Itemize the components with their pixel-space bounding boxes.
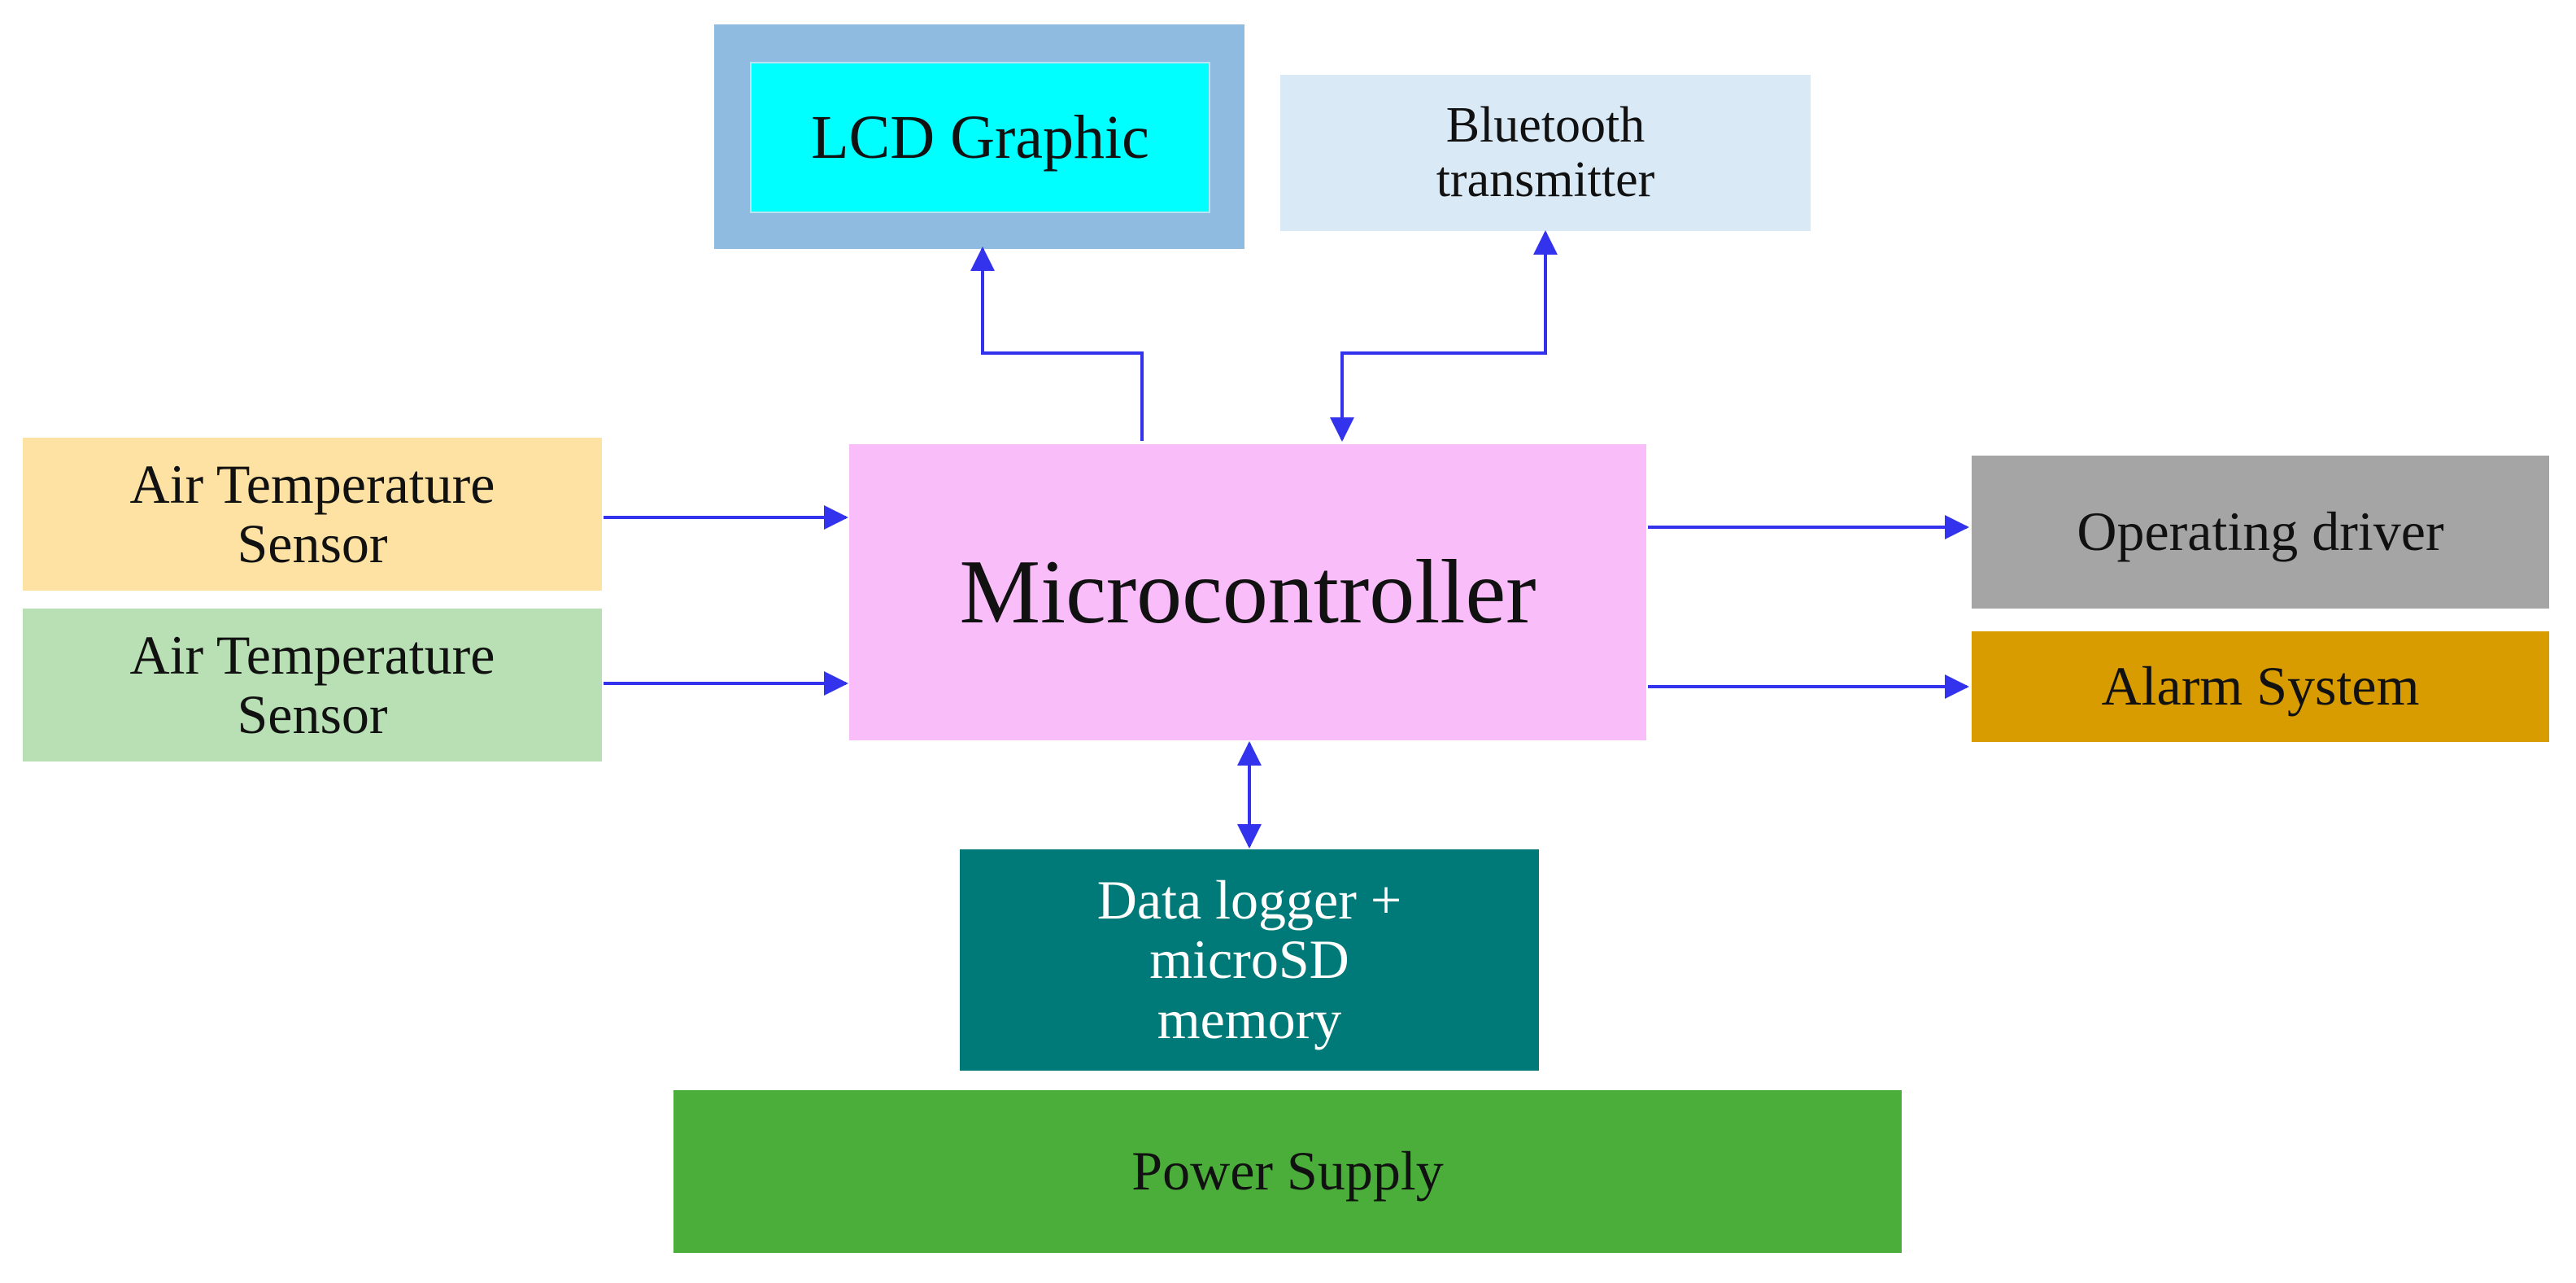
lcd-graphic-label: LCD Graphic <box>811 103 1149 172</box>
power-supply-block: Power Supply <box>673 1090 1902 1253</box>
sensor-2-label-line-2: Sensor <box>237 683 388 745</box>
operating-driver-block: Operating driver <box>1972 456 2549 609</box>
edge-mcu-bluetooth <box>1330 230 1558 442</box>
air-temperature-sensor-1-block: Air Temperature Sensor <box>23 438 602 591</box>
sensor-2-label-line-1: Air Temperature <box>129 623 495 686</box>
data-logger-label-line-1: Data logger + <box>1096 868 1402 931</box>
bluetooth-transmitter-block: Bluetooth transmitter <box>1280 75 1811 231</box>
bluetooth-label-line-2: transmitter <box>1436 152 1655 207</box>
bluetooth-label-line-1: Bluetooth <box>1445 98 1645 154</box>
data-logger-label-line-3: memory <box>1157 988 1342 1050</box>
lcd-graphic-block: LCD Graphic <box>750 62 1210 213</box>
data-logger-label-line-2: microSD <box>1149 928 1349 991</box>
microcontroller-block: Microcontroller <box>849 444 1646 740</box>
alarm-system-label: Alarm System <box>2101 655 2420 718</box>
edge-mcu-to-lcd <box>970 247 1144 441</box>
operating-driver-label: Operating driver <box>2077 500 2444 563</box>
power-supply-label: Power Supply <box>1131 1140 1444 1202</box>
alarm-system-block: Alarm System <box>1972 631 2549 742</box>
sensor-1-label-line-2: Sensor <box>237 513 388 574</box>
data-logger-block: Data logger + microSD memory <box>960 849 1539 1071</box>
microcontroller-label: Microcontroller <box>959 541 1536 643</box>
air-temperature-sensor-2-block: Air Temperature Sensor <box>23 609 602 762</box>
sensor-1-label-line-1: Air Temperature <box>129 452 495 515</box>
